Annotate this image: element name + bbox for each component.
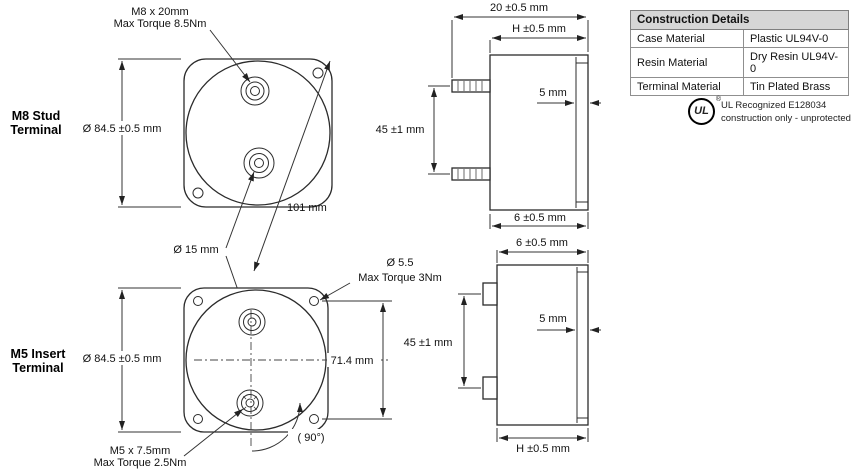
m5-insert-callout-line1: M5 x 7.5mm xyxy=(110,445,171,457)
m5-side-view: 6 ±0.5 mm 45 ±1 mm 5 mm H ±0.5 mm xyxy=(404,237,601,455)
m8-side-body xyxy=(489,54,589,211)
table-cell-value: Plastic UL94V-0 xyxy=(743,29,849,48)
insert-pitch-label: 45 ±1 mm xyxy=(404,337,453,349)
terminal-dia-label: Ø 15 mm xyxy=(173,244,218,256)
pitch-label: 71.4 mm xyxy=(331,355,374,367)
m5-insert-callout-line2: Max Torque 2.5Nm xyxy=(94,457,187,469)
ul-logo-letters: UL xyxy=(694,105,709,117)
table-cell-label: Case Material xyxy=(630,29,744,48)
m8-front-view: 101 mm M8 x 20mm Max Torque 8.5Nm Ø 84.5… xyxy=(72,6,333,317)
m5-mount-hole-br xyxy=(309,414,319,424)
angle-label: ( 90°) xyxy=(297,432,324,444)
terminal-dia-leader-up xyxy=(225,171,255,249)
m5-terminal-bottom xyxy=(236,389,264,417)
m8-stud-lower xyxy=(451,167,491,181)
hole-callout-line1: Ø 5.5 xyxy=(387,257,414,269)
construction-details-table: Construction Details Case Material Plast… xyxy=(630,10,849,96)
table-cell-label: Resin Material xyxy=(630,47,744,78)
table-row: Resin Material Dry Resin UL94V-0 xyxy=(630,47,849,78)
table-row: Terminal Material Tin Plated Brass xyxy=(630,77,849,96)
ul-logo-icon: UL ® xyxy=(688,96,721,125)
m5-mount-hole-bl xyxy=(193,414,203,424)
ul-recognized-line2: construction only - unprotected xyxy=(721,112,851,124)
m8-stud-upper xyxy=(451,79,491,93)
diagonal-dim-line xyxy=(253,60,331,272)
m8-stud-callout-line2: Max Torque 8.5Nm xyxy=(114,18,207,30)
m8-dia-label: Ø 84.5 ±0.5 mm xyxy=(83,123,162,135)
m5-mount-hole-tr xyxy=(309,296,319,306)
hole-callout-line2: Max Torque 3Nm xyxy=(358,272,442,284)
m5-side-body xyxy=(496,264,589,426)
height2-label: H ±0.5 mm xyxy=(516,443,570,455)
m8-stud-terminal-label-line2: Terminal xyxy=(10,123,61,137)
flange-thickness-label-top: 5 mm xyxy=(539,87,567,99)
m5-dia-label: Ø 84.5 ±0.5 mm xyxy=(83,353,162,365)
table-cell-label: Terminal Material xyxy=(630,77,744,96)
offset-label: 6 ±0.5 mm xyxy=(514,212,566,224)
table-row: Case Material Plastic UL94V-0 xyxy=(630,29,849,48)
m5-front-view: Ø 84.5 ±0.5 mm 71.4 mm ( 90°) M5 x 7.5mm… xyxy=(72,257,442,469)
m8-stud-terminal-label-line1: M8 Stud xyxy=(12,109,61,123)
m5-insert-lower xyxy=(482,376,498,400)
diagonal-dim-label: 101 mm xyxy=(287,202,327,214)
m8-side-view: 20 ±0.5 mm H ±0.5 mm 45 ±1 mm 5 mm 6 ±0.… xyxy=(376,2,601,229)
offset2-label: 6 ±0.5 mm xyxy=(516,237,568,249)
angle-arc xyxy=(251,402,303,452)
depth-label: 20 ±0.5 mm xyxy=(490,2,548,14)
m5-insert-terminal-label-line1: M5 Insert xyxy=(11,347,67,361)
m5-insert-upper xyxy=(482,282,498,306)
ul-recognition-block: UL ® UL Recognized E128034 construction … xyxy=(688,96,851,126)
m8-mount-hole-bl xyxy=(192,187,204,199)
height-label: H ±0.5 mm xyxy=(512,23,566,35)
stud-pitch-label: 45 ±1 mm xyxy=(376,124,425,136)
construction-details-title: Construction Details xyxy=(630,10,849,30)
m8-stud-callout-leader xyxy=(209,29,251,83)
m5-terminal-top xyxy=(238,308,266,336)
m5-mount-hole-tl xyxy=(193,296,203,306)
flange-thickness-label-bottom: 5 mm xyxy=(539,313,567,325)
registered-mark: ® xyxy=(715,96,721,103)
table-cell-value: Tin Plated Brass xyxy=(743,77,849,96)
m5-insert-terminal-label-line2: Terminal xyxy=(12,361,63,375)
table-cell-value: Dry Resin UL94V-0 xyxy=(743,47,849,78)
ul-recognized-line1: UL Recognized E128034 xyxy=(721,100,827,111)
hole-callout-leader xyxy=(319,282,351,301)
m5-insert-callout-leader xyxy=(183,408,244,457)
m8-stud-callout-line1: M8 x 20mm xyxy=(131,6,188,18)
